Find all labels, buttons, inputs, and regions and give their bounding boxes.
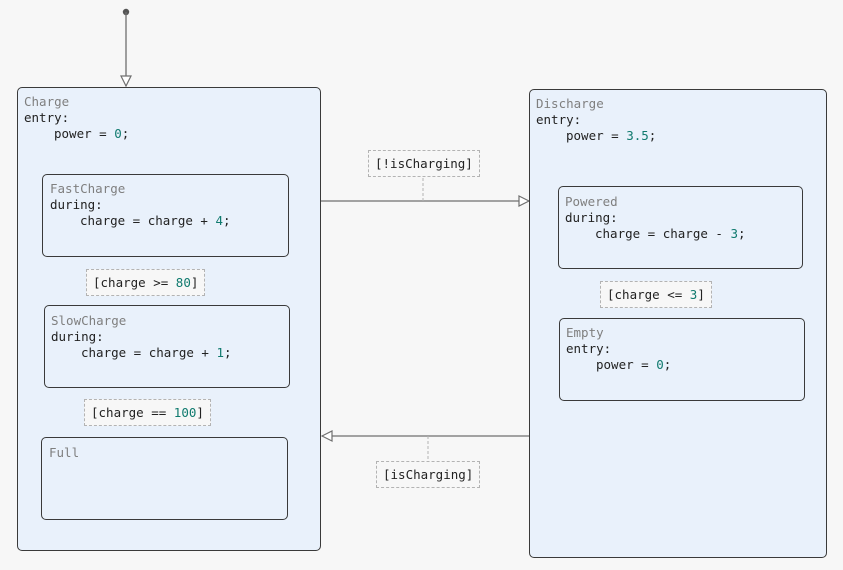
state-charge-action-kind: entry: <box>24 110 70 125</box>
state-discharge-statement: power = 3.5; <box>566 128 657 143</box>
state-slowcharge-name: SlowCharge <box>51 313 127 328</box>
state-full[interactable]: Full <box>41 437 288 520</box>
guard-fast-to-slow[interactable]: [charge >= 80] <box>86 269 206 296</box>
state-fastcharge-action-kind: during: <box>50 197 103 212</box>
state-charge-name: Charge <box>24 94 70 109</box>
state-full-name: Full <box>49 445 80 460</box>
state-discharge-action-kind: entry: <box>536 112 582 127</box>
state-powered[interactable]: Powered during: charge = charge - 3; <box>558 186 803 269</box>
state-slowcharge[interactable]: SlowCharge during: charge = charge + 1; <box>44 305 290 388</box>
state-empty-action-kind: entry: <box>566 341 612 356</box>
state-fastcharge[interactable]: FastCharge during: charge = charge + 4; <box>42 174 289 257</box>
state-slowcharge-action-kind: during: <box>51 329 104 344</box>
state-empty-name: Empty <box>566 325 604 340</box>
state-empty-statement: power = 0; <box>596 357 672 372</box>
state-charge-statement: power = 0; <box>54 126 130 141</box>
state-powered-name: Powered <box>565 194 618 209</box>
state-fastcharge-statement: charge = charge + 4; <box>80 213 231 228</box>
state-fastcharge-name: FastCharge <box>50 181 126 196</box>
guard-discharge-to-charge[interactable]: [isCharging] <box>376 461 481 488</box>
guard-charge-to-discharge[interactable]: [!isCharging] <box>368 150 480 177</box>
state-powered-action-kind: during: <box>565 210 618 225</box>
state-empty[interactable]: Empty entry: power = 0; <box>559 318 805 401</box>
guard-powered-to-empty[interactable]: [charge <= 3] <box>600 281 712 308</box>
state-slowcharge-statement: charge = charge + 1; <box>81 345 232 360</box>
state-discharge-name: Discharge <box>536 96 604 111</box>
guard-slow-to-full[interactable]: [charge == 100] <box>84 399 211 426</box>
state-powered-statement: charge = charge - 3; <box>595 226 746 241</box>
